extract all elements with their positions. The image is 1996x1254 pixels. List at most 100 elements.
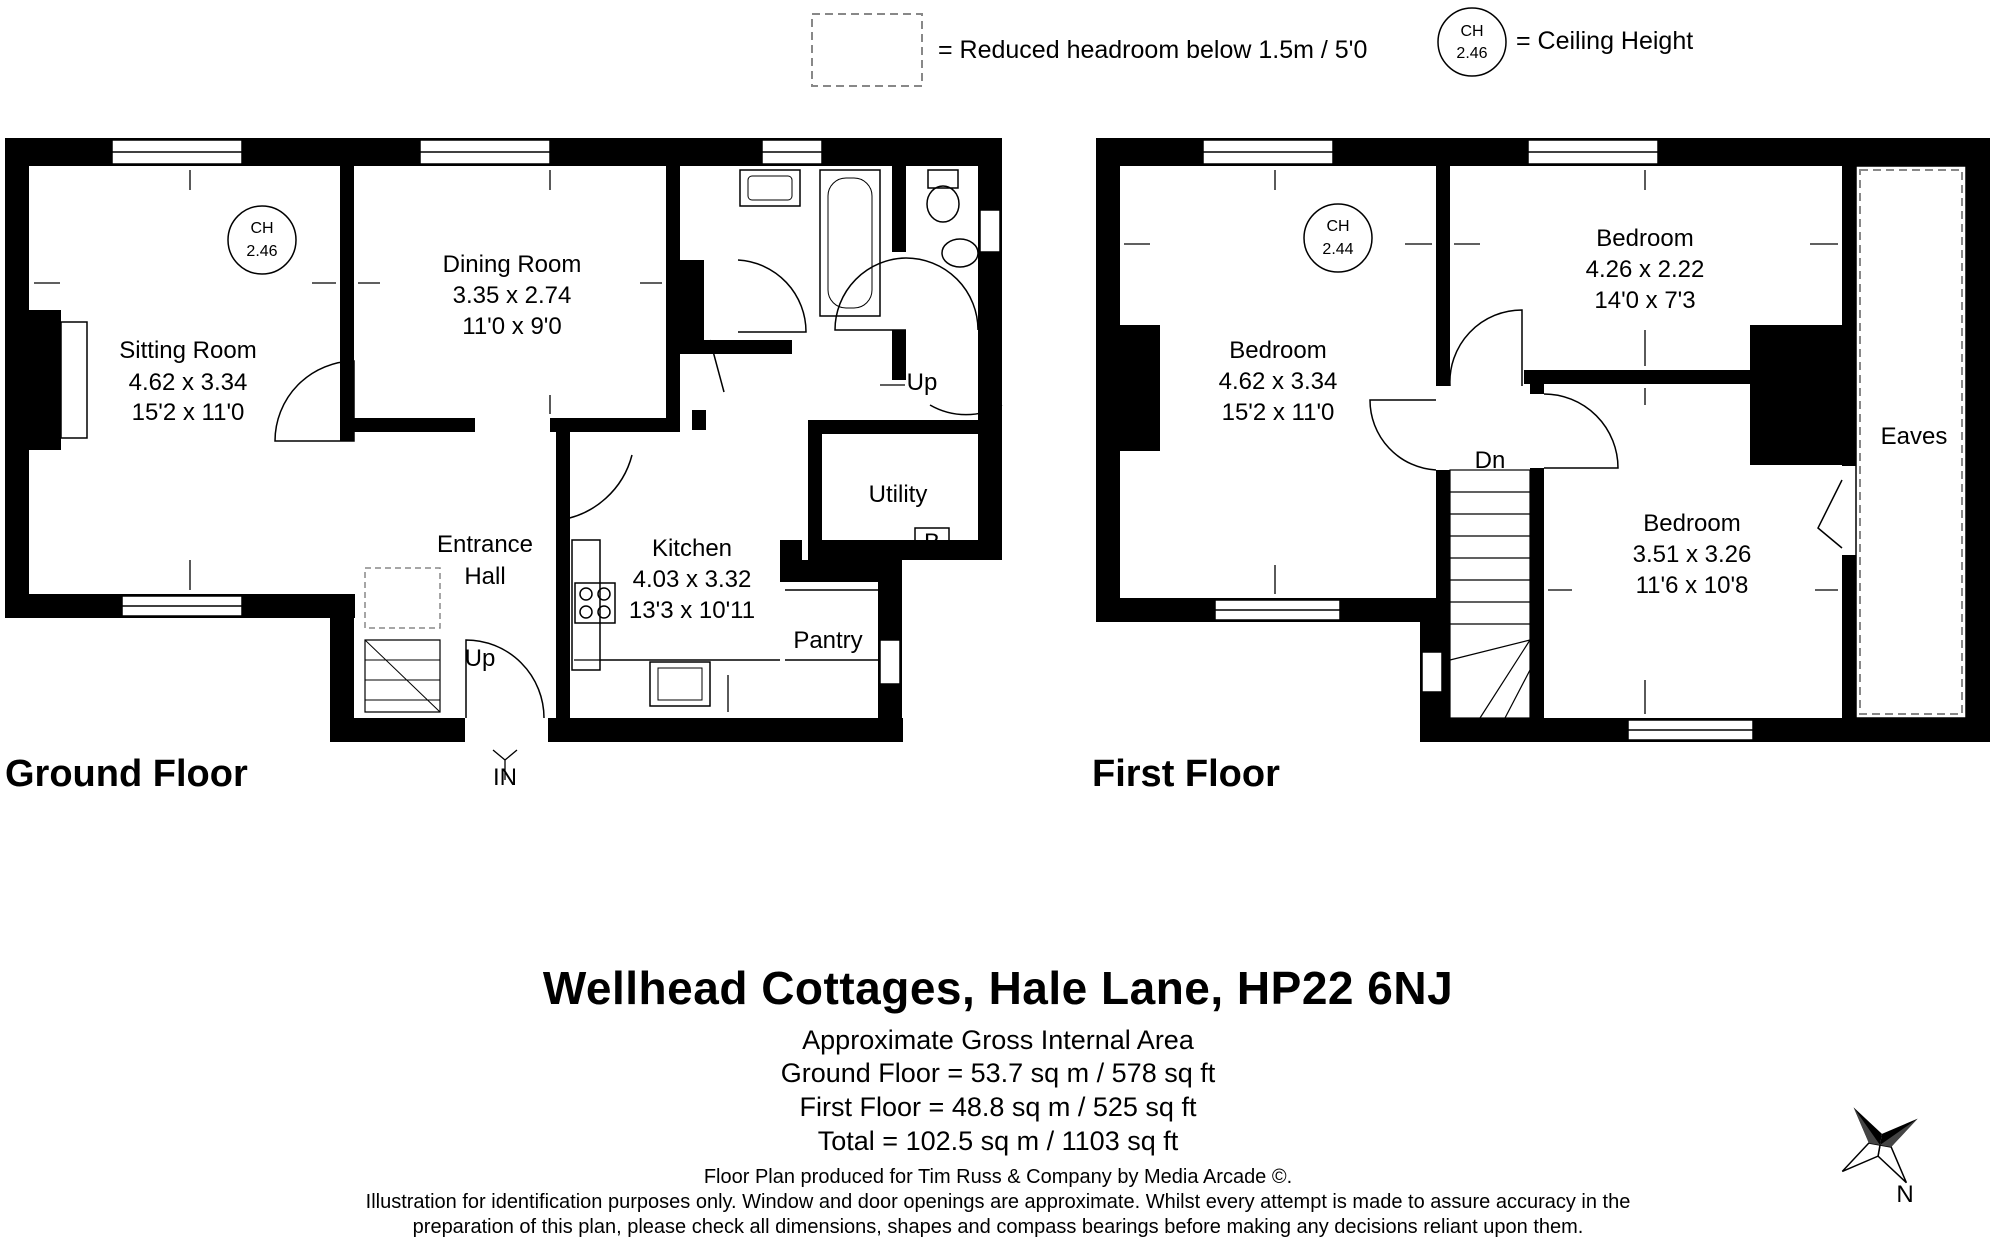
wall — [1842, 166, 1856, 466]
door-swing — [1369, 399, 1437, 471]
kitchen-metric: 4.03 x 3.32 — [633, 566, 752, 593]
boiler-box — [914, 527, 950, 555]
compass-icon — [1841, 1107, 1918, 1184]
ceiling-height-marker — [227, 205, 297, 275]
first-floor-plan: CH 2.44 Bedroom 4.62 x 3.34 15'2 x 11'0 … — [1092, 138, 1990, 795]
sitting-room-ch-value: 2.46 — [246, 243, 277, 260]
wall — [340, 166, 354, 441]
bath — [819, 169, 881, 317]
eaves-reduced-headroom — [1859, 169, 1963, 715]
dining-room-imperial: 11'0 x 9'0 — [462, 313, 561, 340]
wall — [680, 340, 792, 354]
legend-ceiling-height: = Ceiling Height — [1516, 27, 1693, 55]
wall — [1966, 138, 1990, 742]
disclaimer-line-2: preparation of this plan, please check a… — [412, 1215, 1584, 1238]
legend-ch-label: CH — [1460, 23, 1483, 40]
kitchen-name: Kitchen — [652, 535, 732, 562]
plan-footer: Wellhead Cottages, Hale Lane, HP22 6NJ A… — [0, 960, 1996, 1240]
entrance-hall-line1: Entrance — [437, 531, 533, 558]
wall — [5, 138, 29, 618]
eaves-hatch-door — [1817, 479, 1843, 549]
wall — [808, 420, 822, 560]
bedroom1-ch-value: 2.44 — [1322, 241, 1353, 258]
wall — [1436, 470, 1450, 600]
reduced-headroom-symbol — [811, 13, 923, 87]
window — [879, 639, 901, 685]
sitting-room-name: Sitting Room — [119, 337, 256, 364]
eaves-label: Eaves — [1881, 423, 1948, 450]
entrance-label: IN — [493, 764, 517, 791]
door-swing — [834, 257, 907, 331]
wc-basin — [941, 238, 979, 268]
wall — [692, 410, 706, 430]
wall — [1530, 468, 1544, 728]
wall — [550, 418, 680, 432]
wall — [892, 330, 906, 380]
basin — [739, 169, 801, 207]
sitting-room-ch-label: CH — [250, 220, 273, 237]
wall — [808, 540, 1002, 560]
boiler-label: B — [924, 529, 940, 556]
hob — [574, 582, 616, 624]
rear-steps-up-label: Up — [907, 369, 938, 396]
reduced-headroom-area — [364, 567, 441, 629]
total-area: Total = 102.5 sq m / 1103 sq ft — [817, 1125, 1179, 1156]
kitchen-sink — [649, 661, 711, 707]
bedroom2-imperial: 14'0 x 7'3 — [1594, 287, 1695, 314]
bedroom3-name: Bedroom — [1643, 510, 1740, 537]
ceiling-height-marker — [1303, 203, 1373, 273]
fireplace-breast — [29, 310, 61, 450]
ceiling-height-symbol — [1437, 7, 1507, 77]
window — [1421, 651, 1443, 693]
utility-label: Utility — [869, 481, 928, 508]
disclaimer-line-1: Illustration for identification purposes… — [365, 1190, 1631, 1213]
ground-floor-plan: CH 2.46 Sitting Room 4.62 x 3.34 15'2 x … — [5, 138, 1003, 795]
chimney-breast — [1750, 325, 1842, 465]
ground-floor-label: Ground Floor — [5, 753, 248, 795]
entrance-arrow-icon — [492, 749, 518, 780]
door-swing — [1449, 309, 1523, 387]
kitchen-imperial: 13'3 x 10'11 — [629, 597, 755, 624]
worktop — [571, 539, 601, 671]
plan-credit: Floor Plan produced for Tim Russ & Compa… — [703, 1165, 1293, 1188]
bedroom1-ch-label: CH — [1326, 218, 1349, 235]
door-swing — [274, 360, 355, 442]
bedroom3-imperial: 11'6 x 10'8 — [1636, 572, 1749, 599]
wall — [780, 560, 902, 582]
wall — [892, 166, 906, 252]
pantry-label: Pantry — [793, 627, 862, 654]
first-floor-area: First Floor = 48.8 sq m / 525 sq ft — [799, 1092, 1197, 1122]
wall — [330, 718, 465, 742]
first-floor-label: First Floor — [1092, 753, 1280, 795]
sitting-room-metric: 4.62 x 3.34 — [129, 369, 248, 396]
door-swing — [1543, 393, 1619, 469]
wall — [978, 138, 1002, 428]
wall — [556, 602, 570, 718]
wc-cistern — [927, 169, 959, 189]
wall — [556, 432, 570, 602]
door-swing — [737, 259, 807, 333]
dining-room-metric: 3.35 x 2.74 — [453, 282, 572, 309]
wall — [1842, 555, 1856, 720]
wall — [330, 594, 354, 742]
wall — [680, 260, 704, 340]
wall — [548, 718, 903, 742]
bedroom3-metric: 3.51 x 3.26 — [1633, 541, 1752, 568]
stairs-down-label: Dn — [1475, 447, 1506, 474]
wall — [1524, 370, 1750, 384]
wall — [808, 420, 1002, 434]
bedroom2-metric: 4.26 x 2.22 — [1586, 256, 1705, 283]
door-swing — [905, 257, 979, 331]
door-swing — [559, 432, 633, 521]
legend-ch-value: 2.46 — [1456, 45, 1487, 62]
area-heading: Approximate Gross Internal Area — [802, 1024, 1194, 1055]
wc-bowl — [926, 185, 960, 223]
bedroom1-metric: 4.62 x 3.34 — [1219, 368, 1338, 395]
wall — [780, 540, 802, 582]
ground-floor-area: Ground Floor = 53.7 sq m / 578 sq ft — [780, 1058, 1216, 1089]
door-swing — [929, 404, 1003, 416]
front-door-swing — [465, 639, 545, 719]
wall — [1530, 384, 1544, 394]
wall — [340, 418, 475, 432]
entrance-hall-line2: Hall — [464, 563, 505, 590]
